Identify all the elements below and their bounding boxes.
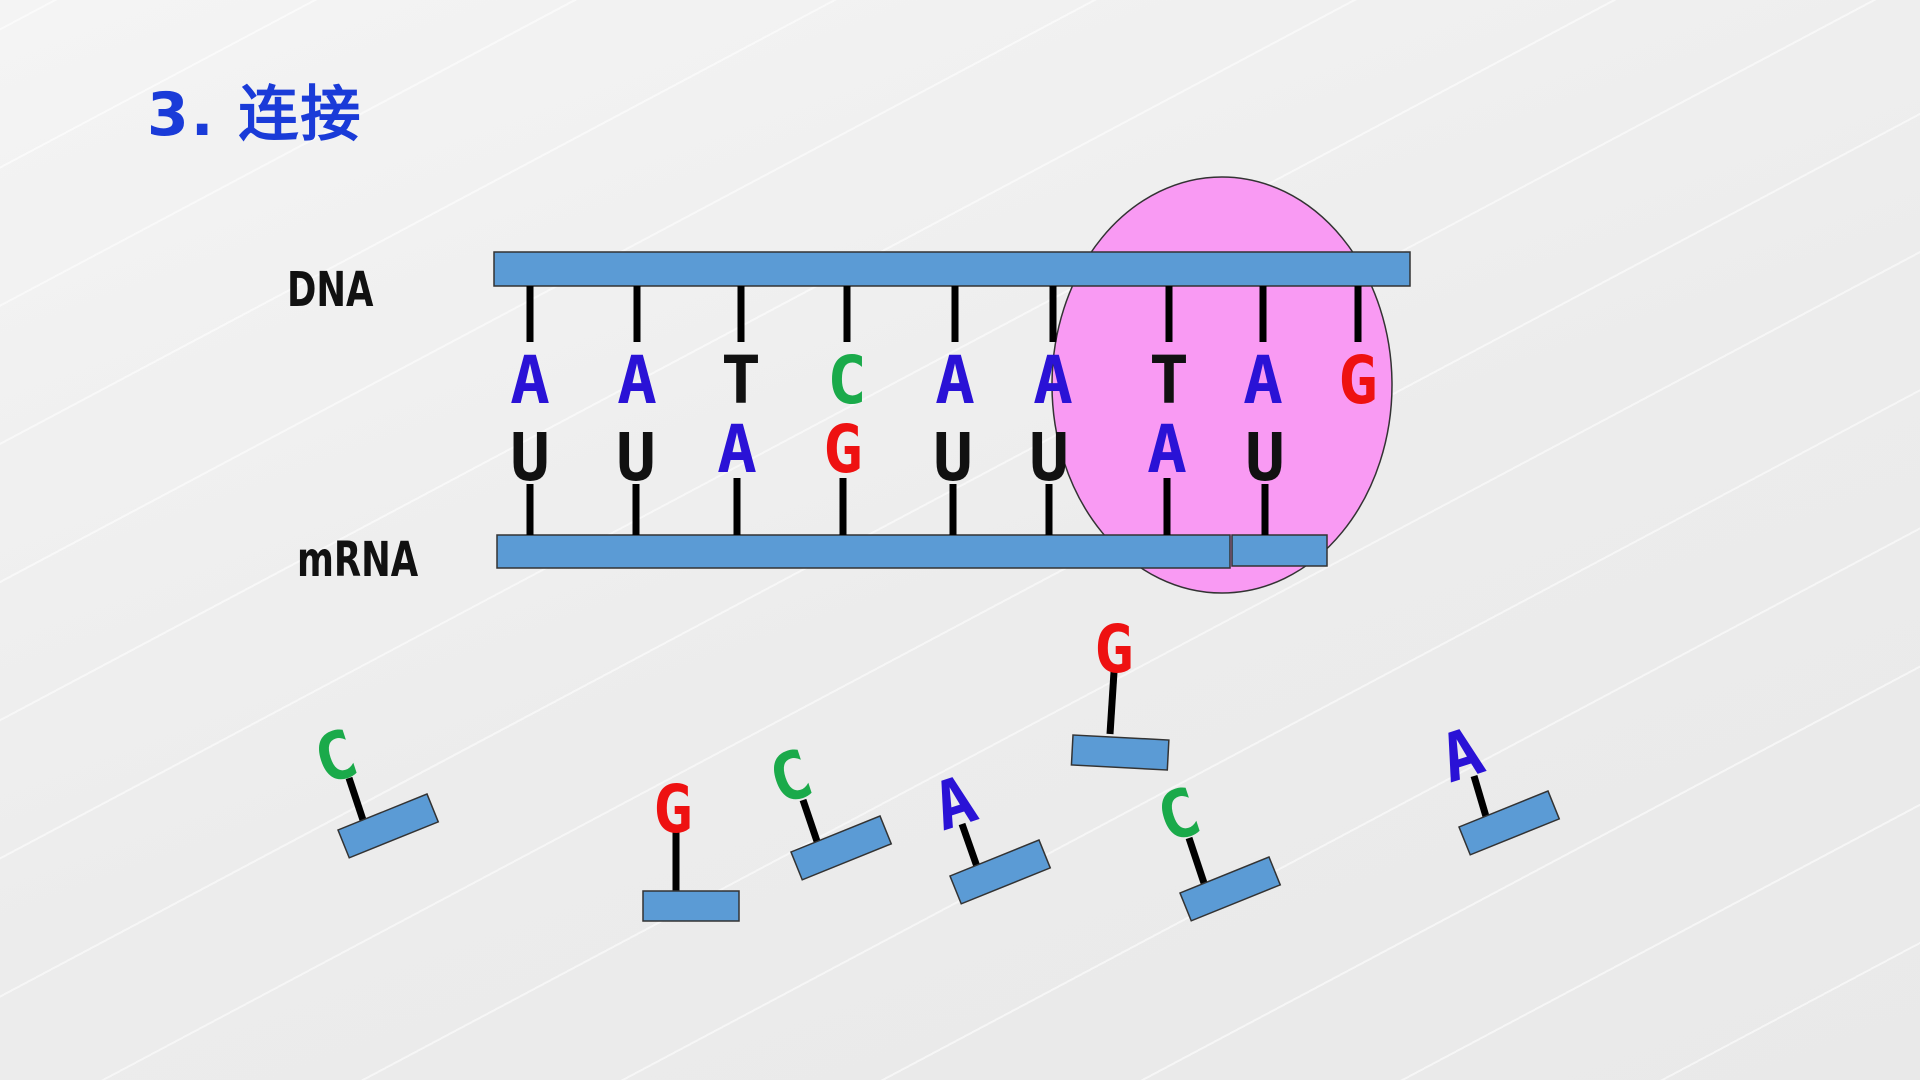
nucleotide-base: A <box>924 761 986 847</box>
slide-title: 3. 连接 <box>147 80 363 150</box>
nucleotide-block <box>642 890 740 922</box>
dna-base: C <box>827 342 867 419</box>
free-nucleotide: G <box>642 771 740 922</box>
nucleotide-block <box>790 815 893 881</box>
dna-base: A <box>935 342 975 419</box>
nucleotide-base: G <box>1094 611 1134 688</box>
dna-label: DNA <box>287 262 374 318</box>
free-nucleotide: G <box>1070 611 1170 771</box>
nucleotide-block <box>1179 856 1282 922</box>
nucleotide-block <box>949 839 1052 905</box>
mrna-base: U <box>933 419 973 496</box>
dna-base: A <box>617 342 657 419</box>
nucleotide-stick <box>1106 671 1118 735</box>
dna-base: A <box>510 342 550 419</box>
mrna-base: U <box>1029 419 1069 496</box>
free-nucleotide: A <box>1431 713 1561 856</box>
mrna-base: U <box>616 419 656 496</box>
nucleotide-base: A <box>1431 713 1493 799</box>
dna-base: T <box>721 342 761 419</box>
nucleotide-base: C <box>1148 773 1210 859</box>
mrna-base: G <box>823 411 863 488</box>
dna-base: T <box>1149 342 1189 419</box>
dna-base: A <box>1243 342 1283 419</box>
mrna-base: U <box>1245 419 1285 496</box>
mrna-base: A <box>717 411 757 488</box>
free-nucleotide: A <box>924 761 1052 905</box>
dna-base: G <box>1338 342 1378 419</box>
nucleotide-base: C <box>305 715 367 801</box>
dna-strand <box>493 251 1411 287</box>
mrna-base: U <box>510 419 550 496</box>
nucleotide-block <box>1458 790 1561 856</box>
mrna-strand <box>496 534 1231 569</box>
mrna-new-segment <box>1231 534 1328 567</box>
free-nucleotide: C <box>760 735 893 881</box>
free-nucleotide: C <box>305 715 440 859</box>
nucleotide-block <box>1070 734 1170 771</box>
free-nucleotide: C <box>1148 773 1282 922</box>
dna-base: A <box>1033 342 1073 419</box>
nucleotide-base: G <box>653 771 693 848</box>
mrna-label: mRNA <box>297 532 419 588</box>
nucleotide-block <box>337 793 440 859</box>
mrna-base: A <box>1147 411 1187 488</box>
nucleotide-base: C <box>760 735 822 821</box>
